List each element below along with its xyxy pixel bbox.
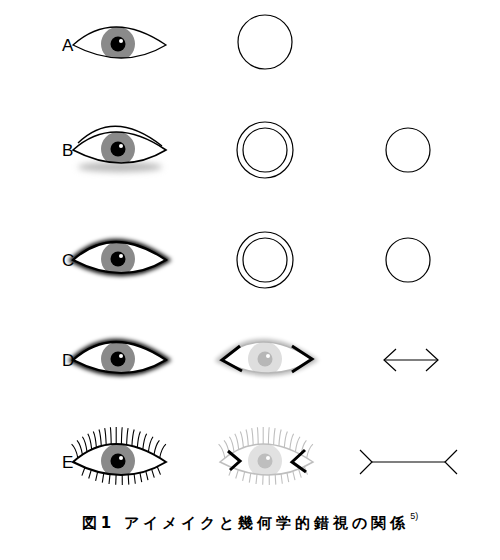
circle — [386, 238, 430, 282]
eye-liner — [73, 242, 166, 276]
figure-caption: 図1 アイメイクと幾何学的錯視の関係 — [82, 514, 410, 533]
circle — [386, 128, 430, 172]
faint-eye — [219, 427, 313, 485]
wedge — [228, 451, 240, 470]
mueller-lyer-arrow — [384, 349, 438, 371]
row-letter: D — [62, 352, 74, 369]
row-letter: C — [62, 252, 74, 269]
reference-number: 5) — [410, 511, 418, 521]
wedge — [292, 450, 306, 472]
row-letter: B — [62, 142, 73, 159]
mueller-lyer-fins — [360, 450, 457, 474]
eye-liner — [73, 342, 166, 376]
row-letter: A — [62, 37, 73, 54]
eye-shadow — [73, 126, 166, 172]
wedge — [292, 346, 312, 372]
eye-lashes — [72, 427, 166, 485]
outer-circle — [237, 232, 293, 288]
outer-circle — [237, 122, 293, 178]
inner-circle — [243, 128, 287, 172]
eye-plain — [73, 27, 166, 61]
caption-line: 図1 アイメイクと幾何学的錯視の関係5) — [0, 514, 500, 533]
faint-eye — [220, 342, 313, 376]
circle — [238, 15, 292, 69]
row-letter: E — [62, 454, 73, 471]
inner-circle — [243, 238, 287, 282]
wedge — [222, 346, 242, 371]
